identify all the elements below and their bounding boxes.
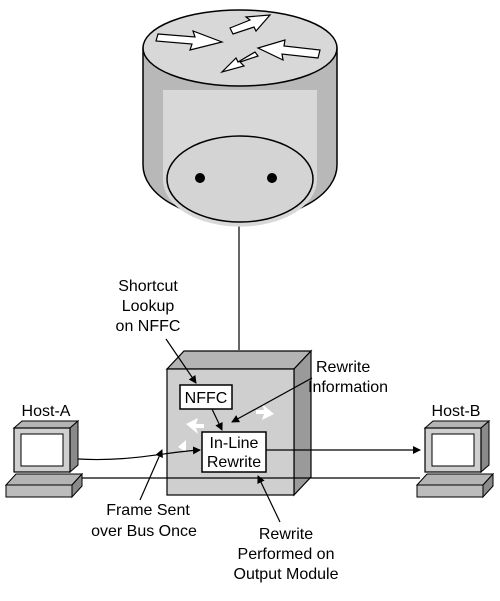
rewrite-performed-line2: Performed on: [238, 546, 335, 563]
rewrite-performed-line3: Output Module: [234, 566, 339, 583]
shortcut-lookup-line2: Lookup: [122, 298, 175, 315]
rewrite-information-arrow: [231, 377, 313, 423]
shortcut-lookup-arrow: [165, 338, 197, 384]
host-b-label: Host-B: [432, 403, 481, 420]
rewrite-information-line2: Information: [308, 379, 388, 396]
rewrite-information-line1: Rewrite: [316, 359, 370, 376]
inline-rewrite-box: In-Line Rewrite: [201, 431, 267, 473]
frame-sent-line1: Frame Sent: [106, 502, 190, 519]
host-b-workstation-icon: [415, 419, 495, 499]
frame-sent-arrow: [139, 449, 163, 501]
shortcut-lookup-line1: Shortcut: [118, 278, 178, 295]
nffc-label: NFFC: [185, 390, 228, 407]
shortcut-lookup-line3: on NFFC: [116, 318, 181, 335]
frame-path-host-a-to-switch: [77, 446, 201, 461]
host-a-workstation-icon: [4, 419, 84, 499]
inline-rewrite-label-line2: Rewrite: [207, 454, 261, 471]
nffc-to-rewrite-arrow: [211, 408, 223, 431]
rewrite-performed-arrow: [257, 475, 281, 523]
inline-rewrite-label-line1: In-Line: [210, 435, 259, 452]
frame-sent-line2: over Bus Once: [91, 523, 197, 540]
host-a-label: Host-A: [22, 403, 71, 420]
router-icon: [142, 9, 338, 227]
rewrite-performed-line1: Rewrite: [259, 526, 313, 543]
nffc-box: NFFC: [179, 384, 233, 410]
